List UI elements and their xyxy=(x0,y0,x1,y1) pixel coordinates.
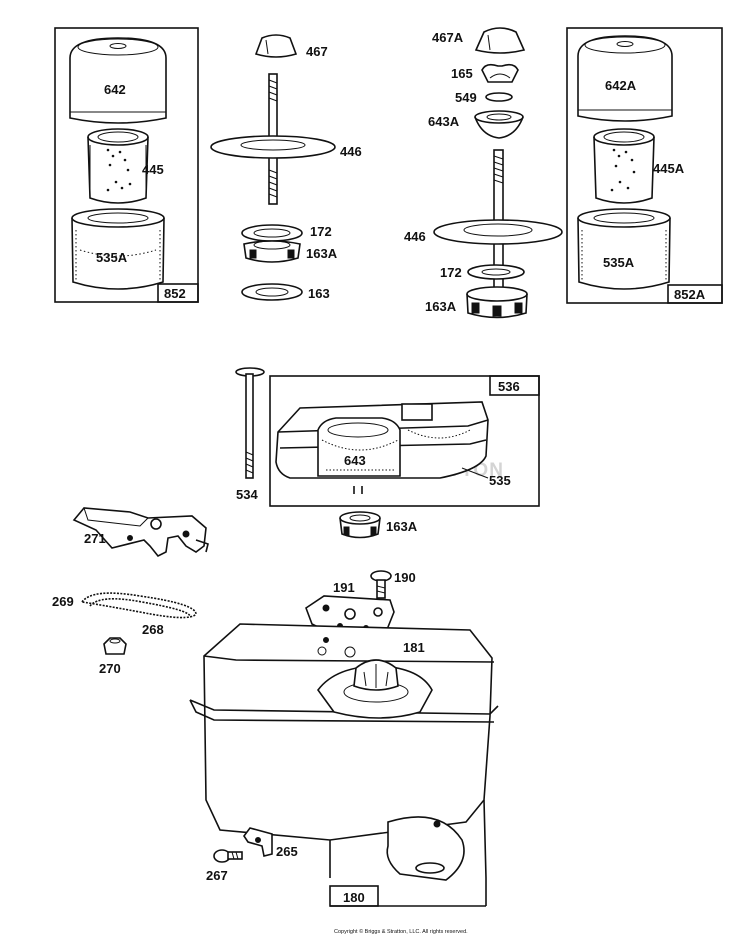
label-265: 265 xyxy=(276,844,298,859)
nut-270 xyxy=(103,637,127,655)
clip-265 xyxy=(243,827,273,857)
screw-190 xyxy=(370,570,392,599)
precleaner-535A xyxy=(71,208,165,290)
air-cleaner-cover-642 xyxy=(69,37,167,124)
fuel-cap-181 xyxy=(353,659,399,691)
base-plate-446-right xyxy=(433,219,563,245)
fuel-tank-180 xyxy=(189,623,499,907)
label-163A-right: 163A xyxy=(425,299,457,314)
label-172-right: 172 xyxy=(440,265,462,280)
label-267: 267 xyxy=(206,868,228,883)
air-cleaner-cover-642A xyxy=(577,35,673,122)
filter-cartridge-445 xyxy=(87,128,149,204)
label-446-left: 446 xyxy=(340,144,362,159)
retainer-643A xyxy=(474,110,524,139)
label-446-right: 446 xyxy=(404,229,426,244)
kit-852-box: 852 xyxy=(54,27,199,303)
label-642A: 642A xyxy=(605,78,637,93)
kit-180-label: 180 xyxy=(343,890,365,905)
label-445A: 445A xyxy=(653,161,685,176)
label-549: 549 xyxy=(455,90,477,105)
label-643A: 643A xyxy=(428,114,460,129)
air-cleaner-assembly-643 xyxy=(275,401,489,494)
gasket-172-right xyxy=(467,264,525,280)
washer-549 xyxy=(485,92,513,102)
clip-165 xyxy=(481,63,519,83)
label-535: 535 xyxy=(489,473,511,488)
label-163A-mid: 163A xyxy=(386,519,418,534)
label-269: 269 xyxy=(52,594,74,609)
label-191: 191 xyxy=(333,580,355,595)
label-467A: 467A xyxy=(432,30,464,45)
filter-cartridge-445A xyxy=(593,128,655,204)
kit-852A-box: 852A xyxy=(566,27,723,304)
precleaner-535A-right xyxy=(577,208,671,290)
label-165: 165 xyxy=(451,66,473,81)
long-bolt-534 xyxy=(235,367,265,479)
label-163A-left: 163A xyxy=(306,246,338,261)
grommet-163A-right xyxy=(466,286,528,319)
label-163: 163 xyxy=(308,286,330,301)
label-270: 270 xyxy=(99,661,121,676)
label-535A-right: 535A xyxy=(603,255,635,270)
grommet-163A-left xyxy=(243,240,301,263)
label-181: 181 xyxy=(403,640,425,655)
label-467: 467 xyxy=(306,44,328,59)
base-plate-446-left xyxy=(210,135,336,159)
screw-267 xyxy=(213,849,243,863)
label-172-left: 172 xyxy=(310,224,332,239)
label-535A-left: 535A xyxy=(96,250,128,265)
label-642: 642 xyxy=(104,82,126,97)
label-268: 268 xyxy=(142,622,164,637)
label-445: 445 xyxy=(142,162,164,177)
wing-nut-467 xyxy=(254,34,298,58)
label-271: 271 xyxy=(84,531,106,546)
kit-852A-label: 852A xyxy=(674,287,706,302)
gasket-172-left xyxy=(241,224,303,242)
kit-852-label: 852 xyxy=(164,286,186,301)
label-534: 534 xyxy=(236,487,258,502)
kit-536-label: 536 xyxy=(498,379,520,394)
seal-163 xyxy=(241,283,303,301)
label-190: 190 xyxy=(394,570,416,585)
label-643: 643 xyxy=(344,453,366,468)
spring-268-269 xyxy=(80,592,197,619)
grommet-163A-mid xyxy=(339,511,381,539)
copyright-notice: Copyright © Briggs & Stratton, LLC. All … xyxy=(334,928,468,935)
kit-536-box: 536 xyxy=(269,375,540,507)
control-bracket-271 xyxy=(72,507,209,558)
wing-nut-467A xyxy=(474,27,526,54)
